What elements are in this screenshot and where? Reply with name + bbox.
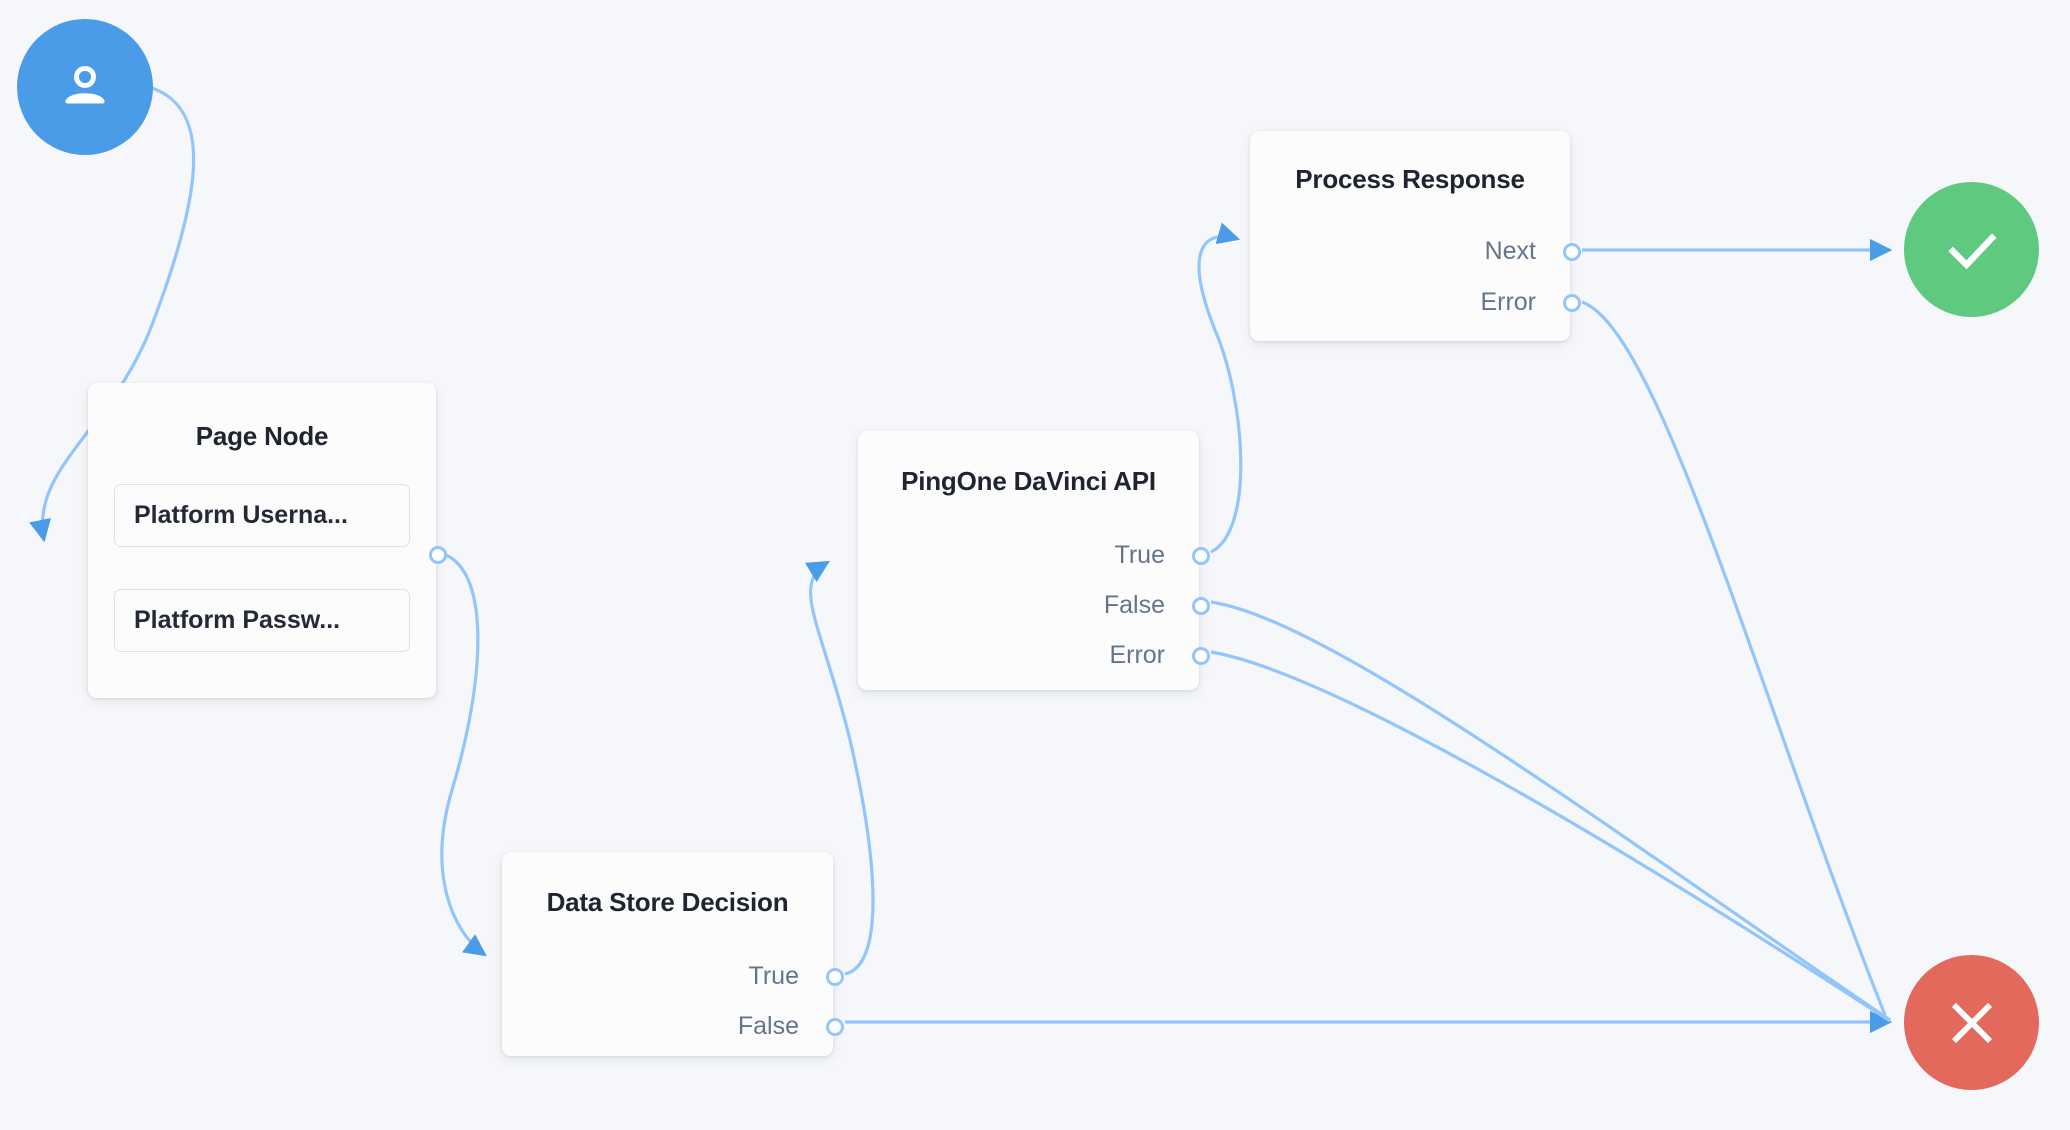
edge-page-node-to-data-store xyxy=(440,553,487,957)
failure-node[interactable] xyxy=(1904,955,2039,1090)
edge-process-error-to-failure xyxy=(1581,300,1887,1016)
pingone-port-error-label: Error xyxy=(1109,641,1165,669)
edge-pingone-error-to-failure xyxy=(1210,650,1891,1023)
success-node[interactable] xyxy=(1904,182,2039,317)
pingone-port-false-dot[interactable] xyxy=(1192,596,1210,615)
node-process-response[interactable]: Process Response Next Error xyxy=(1250,131,1581,341)
pingone-davinci-api-title: PingOne DaVinci API xyxy=(901,466,1156,496)
process-response-port-error-dot[interactable] xyxy=(1563,293,1581,312)
start-node[interactable] xyxy=(17,19,153,155)
process-response-title: Process Response xyxy=(1295,164,1525,194)
pingone-port-true-label: True xyxy=(1114,541,1165,569)
process-response-port-error-label: Error xyxy=(1480,288,1536,316)
pingone-port-false-label: False xyxy=(1103,591,1165,619)
data-store-port-false-label: False xyxy=(737,1012,799,1040)
edge-pingone-false-to-failure xyxy=(1210,600,1891,1022)
process-response-port-next[interactable]: Next xyxy=(1484,237,1581,266)
node-pingone-davinci-api[interactable]: PingOne DaVinci API True False Error xyxy=(858,431,1210,690)
data-store-port-true-label: True xyxy=(748,962,799,990)
field-platform-password-label: Platform Passw... xyxy=(134,606,341,634)
pingone-port-true-dot[interactable] xyxy=(1192,546,1210,565)
data-store-port-false-dot[interactable] xyxy=(826,1017,844,1036)
pingone-port-true[interactable]: True xyxy=(1114,541,1210,570)
node-data-store-decision[interactable]: Data Store Decision True False xyxy=(502,852,844,1056)
data-store-decision-title: Data Store Decision xyxy=(546,887,789,917)
check-icon xyxy=(1947,232,1997,269)
process-response-port-next-dot[interactable] xyxy=(1563,242,1581,261)
data-store-port-false[interactable]: False xyxy=(737,1012,844,1041)
pingone-port-false[interactable]: False xyxy=(1103,591,1210,620)
process-response-port-error[interactable]: Error xyxy=(1480,288,1581,317)
user-icon xyxy=(65,65,105,104)
close-icon xyxy=(1951,1002,1992,1043)
page-node-title: Page Node xyxy=(195,421,329,451)
node-page-node[interactable]: Page Node Platform Userna... Platform Pa… xyxy=(88,383,447,698)
field-platform-password[interactable]: Platform Passw... xyxy=(114,589,410,652)
field-platform-username[interactable]: Platform Userna... xyxy=(114,484,410,547)
data-store-port-true[interactable]: True xyxy=(748,962,844,991)
pingone-port-error[interactable]: Error xyxy=(1109,641,1210,670)
edge-pingone-true-to-process-response xyxy=(1197,222,1243,554)
field-platform-username-label: Platform Userna... xyxy=(134,501,348,529)
pingone-port-error-dot[interactable] xyxy=(1192,646,1210,665)
data-store-port-true-dot[interactable] xyxy=(826,967,844,986)
process-response-port-next-label: Next xyxy=(1484,237,1536,265)
page-node-output-port[interactable] xyxy=(429,546,447,564)
